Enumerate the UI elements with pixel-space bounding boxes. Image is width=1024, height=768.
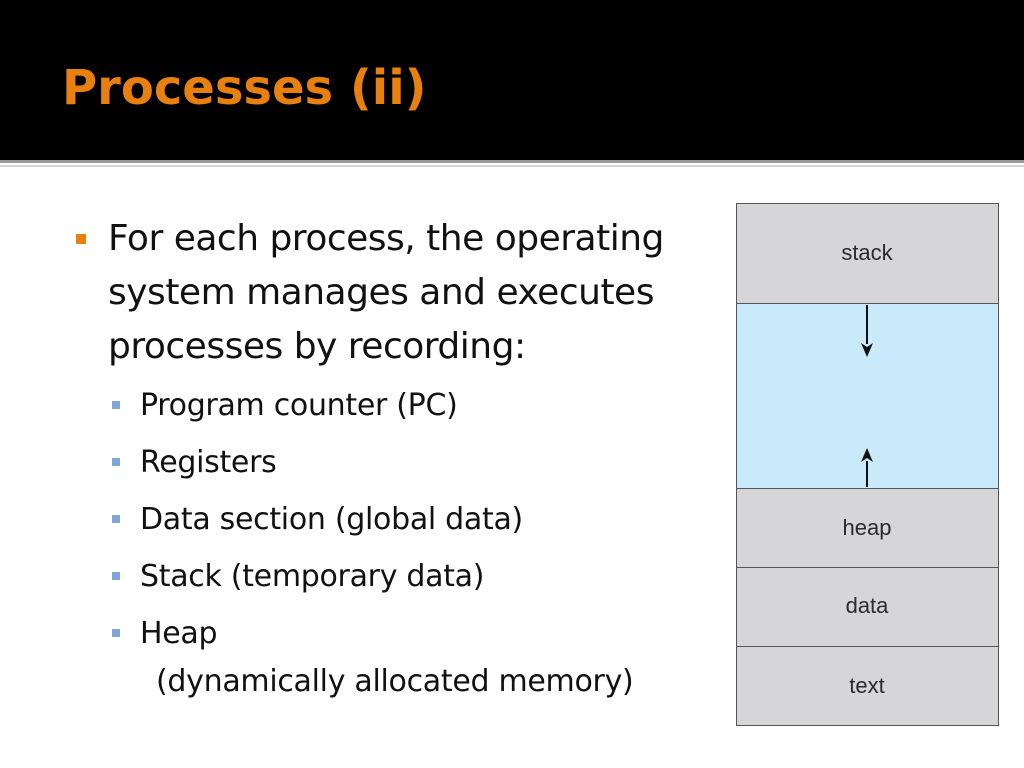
sub-bullet-stack: Stack (temporary data) [108, 553, 720, 601]
sub-bullet-heap: Heap (dynamically allocated memory) [108, 610, 720, 706]
bullet-main-line-3: processes by recording: [108, 326, 526, 367]
title-bar: Processes (ii) [0, 0, 1024, 160]
blue-square-bullet-icon [112, 629, 120, 637]
segment-label-text: text [849, 673, 884, 698]
bullet-main: For each process, the operating system m… [72, 212, 720, 374]
sub-bullet-text: Stack (temporary data) [140, 559, 485, 594]
memory-layout-diagram: stack heap data text [736, 203, 999, 726]
sub-bullet-data-section: Data section (global data) [108, 496, 720, 544]
slide-content: For each process, the operating system m… [72, 212, 720, 715]
segment-heap [736, 488, 999, 568]
bullet-main-line-1: For each process, the operating [108, 218, 664, 259]
arrow-down-icon [861, 305, 873, 357]
sub-bullet-text: Program counter (PC) [140, 388, 458, 423]
segment-label-heap: heap [843, 515, 892, 540]
title-divider-light [0, 165, 1024, 167]
orange-square-bullet-icon [76, 234, 86, 244]
title-divider [0, 160, 1024, 163]
segment-label-data: data [846, 593, 890, 618]
sub-bullet-program-counter: Program counter (PC) [108, 382, 720, 430]
slide-title: Processes (ii) [62, 60, 427, 116]
blue-square-bullet-icon [112, 401, 120, 409]
segment-stack [736, 203, 999, 304]
segment-label-stack: stack [841, 240, 893, 265]
arrow-up-icon [861, 448, 873, 487]
sub-bullet-text: Heap [140, 616, 218, 651]
segment-text [736, 646, 999, 726]
sub-bullet-text: Data section (global data) [140, 502, 523, 537]
blue-square-bullet-icon [112, 572, 120, 580]
blue-square-bullet-icon [112, 515, 120, 523]
blue-square-bullet-icon [112, 458, 120, 466]
sub-bullet-text: Registers [140, 445, 277, 480]
sub-bullet-continuation: (dynamically allocated memory) [156, 664, 634, 699]
sub-bullet-list: Program counter (PC) Registers Data sect… [72, 382, 720, 706]
sub-bullet-registers: Registers [108, 439, 720, 487]
bullet-main-line-2: system manages and executes [108, 272, 654, 313]
segment-data [736, 567, 999, 647]
